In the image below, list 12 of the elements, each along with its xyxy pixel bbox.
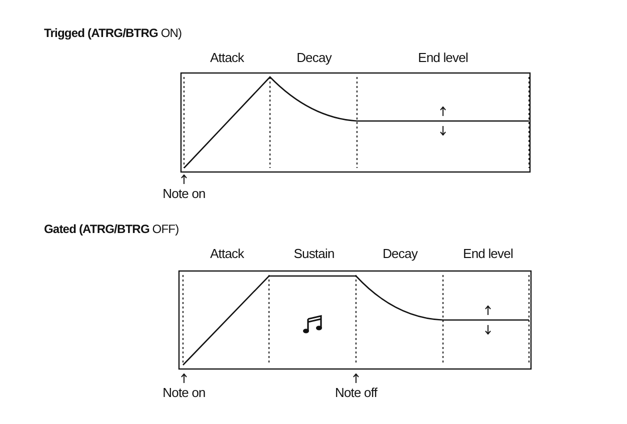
phase-label: End level [463, 246, 513, 261]
phase-label: Attack [210, 50, 244, 65]
event-label: Note on [162, 186, 206, 201]
event-label: Note off [334, 385, 378, 400]
phase-label: Decay [382, 246, 418, 261]
event-label: Note on [162, 385, 206, 400]
phase-label: Decay [296, 50, 332, 65]
phase-label: Sustain [294, 246, 334, 261]
phase-label: Attack [210, 246, 244, 261]
section-heading: Gated (ATRG/BTRG OFF) [44, 222, 179, 237]
section-heading: Trigged (ATRG/BTRG ON) [44, 26, 182, 41]
phase-label: End level [418, 50, 468, 65]
